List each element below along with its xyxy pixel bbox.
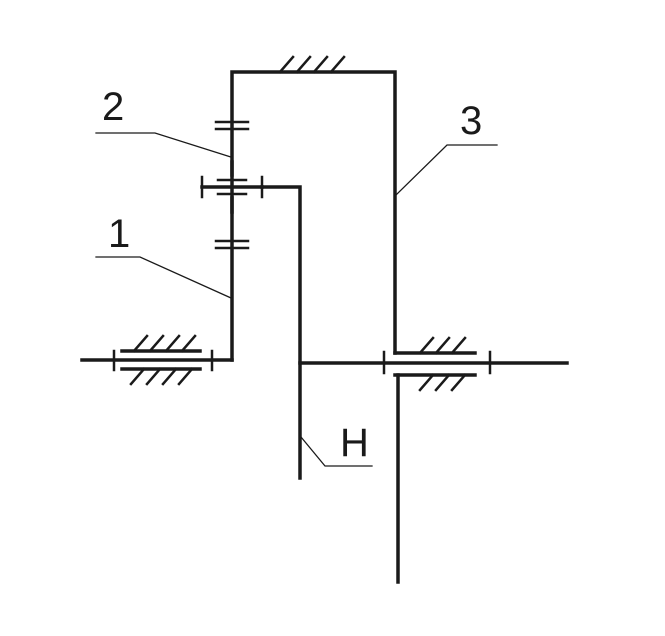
carrier-h [260, 185, 569, 480]
ring-gear-label: 3 [460, 99, 482, 143]
carrier-label: H [340, 421, 369, 465]
leader-lines [95, 132, 498, 467]
ground-hatch-right-bearing [418, 336, 467, 392]
sun-gear-label: 1 [108, 212, 130, 256]
planet-gear-label: 2 [102, 85, 124, 129]
gear-mesh-ticks [214, 120, 250, 250]
ground-hatch-top [278, 55, 346, 74]
planet-gear-2 [200, 160, 264, 214]
ring-gear-3 [230, 70, 477, 584]
ground-hatch-left-bearing [129, 334, 197, 386]
